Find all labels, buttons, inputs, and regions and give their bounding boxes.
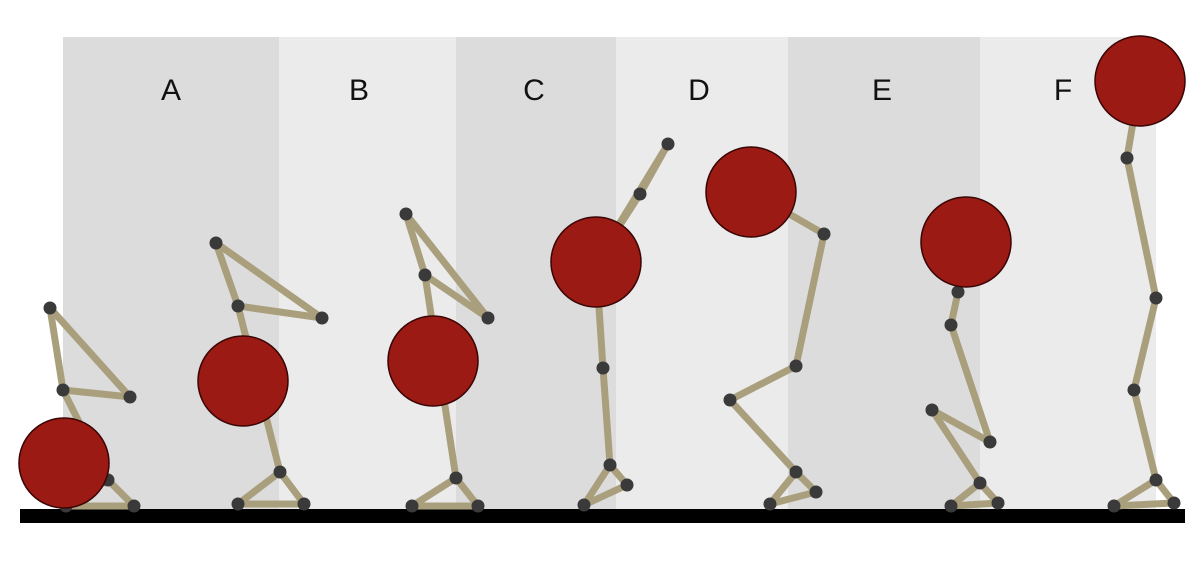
head-circle [1094, 35, 1186, 127]
joint-dot [231, 299, 245, 313]
limb-segment [580, 481, 631, 509]
stick-figure-e [705, 146, 831, 511]
stick-figure-d [550, 137, 675, 512]
limb-segment [726, 362, 800, 404]
phase-label-e: E [872, 74, 892, 107]
head-circle [387, 315, 479, 407]
ground-line [20, 509, 1185, 523]
phase-label-d: D [688, 74, 710, 107]
stick-figure-g [1094, 35, 1186, 513]
head-circle [197, 335, 289, 427]
joint-dot [1149, 291, 1163, 305]
head-circle [550, 216, 642, 308]
joint-dot [1107, 499, 1121, 513]
joint-dot [789, 465, 803, 479]
phase-label-b: B [349, 74, 369, 107]
stick-figures [18, 35, 1186, 513]
limb-segment [947, 321, 994, 446]
joint-dot [481, 311, 495, 325]
joint-dot [596, 361, 610, 375]
joint-dot [944, 499, 958, 513]
limb-segment [599, 364, 614, 469]
joint-dot [723, 393, 737, 407]
limb-segment [1110, 499, 1178, 510]
phase-label-a: A [161, 74, 181, 107]
joint-dot [983, 435, 997, 449]
head-circle [18, 417, 110, 509]
limb-segment [212, 239, 326, 322]
joint-dot [1120, 151, 1134, 165]
limb-segment [402, 210, 429, 279]
joint-dot [789, 359, 803, 373]
limb-segment [1130, 294, 1160, 394]
limb-segment [234, 302, 326, 322]
joint-dot [633, 187, 647, 201]
joint-dot [973, 476, 987, 490]
phase-band-a [63, 37, 279, 509]
head-circle [920, 196, 1012, 288]
joint-dot [297, 497, 311, 511]
limb-segment [928, 406, 984, 487]
joint-dot [603, 458, 617, 472]
joint-dot [231, 497, 245, 511]
joint-dot [399, 207, 413, 221]
limb-segment [234, 468, 284, 508]
joint-dot [471, 499, 485, 513]
joint-dot [951, 285, 965, 299]
stick-figure-c [387, 207, 495, 513]
limb-segment [46, 304, 134, 401]
limb-segment [928, 406, 994, 446]
joint-dot [661, 137, 675, 151]
joint-dot [209, 236, 223, 250]
joint-dot [405, 499, 419, 513]
joint-dot [944, 318, 958, 332]
limb-segment [1110, 476, 1160, 510]
joint-dot [620, 478, 634, 492]
limb-segment [726, 396, 800, 476]
joint-dot [1149, 473, 1163, 487]
limb-segment [408, 474, 460, 510]
stick-figure-a [18, 301, 141, 513]
limb-segment [1123, 154, 1160, 302]
phase-labels: A B C D E F [161, 74, 1072, 107]
stick-figure-f [920, 196, 1012, 513]
phase-label-f: F [1054, 74, 1072, 107]
head-circle [705, 146, 797, 238]
stick-figure-b [197, 236, 329, 511]
joint-dot [817, 227, 831, 241]
joint-dot [418, 268, 432, 282]
limb-segment [947, 499, 1002, 510]
joint-dot [991, 496, 1005, 510]
joint-dot [1167, 496, 1181, 510]
joint-dot [809, 485, 823, 499]
limb-segment [421, 271, 492, 322]
phase-label-c: C [523, 74, 545, 107]
joint-dot [127, 499, 141, 513]
joint-dot [449, 471, 463, 485]
limb-segment [580, 461, 614, 509]
joint-dot [56, 383, 70, 397]
joint-dot [43, 301, 57, 315]
joint-dot [577, 498, 591, 512]
limb-segment [792, 230, 828, 370]
joint-dot [315, 311, 329, 325]
joint-dot [763, 497, 777, 511]
joint-dot [273, 465, 287, 479]
limb-segment [59, 386, 134, 401]
limb-segment [1130, 386, 1160, 484]
limb-segment [402, 210, 492, 322]
limb-segment [212, 239, 242, 310]
joint-dot [1127, 383, 1141, 397]
limb-segment [276, 468, 308, 508]
phase-bands [63, 37, 1156, 509]
limb-segment [46, 304, 67, 394]
limb-segment [766, 468, 800, 508]
joint-dot [123, 390, 137, 404]
limb-segment [766, 488, 820, 508]
joint-dot [925, 403, 939, 417]
